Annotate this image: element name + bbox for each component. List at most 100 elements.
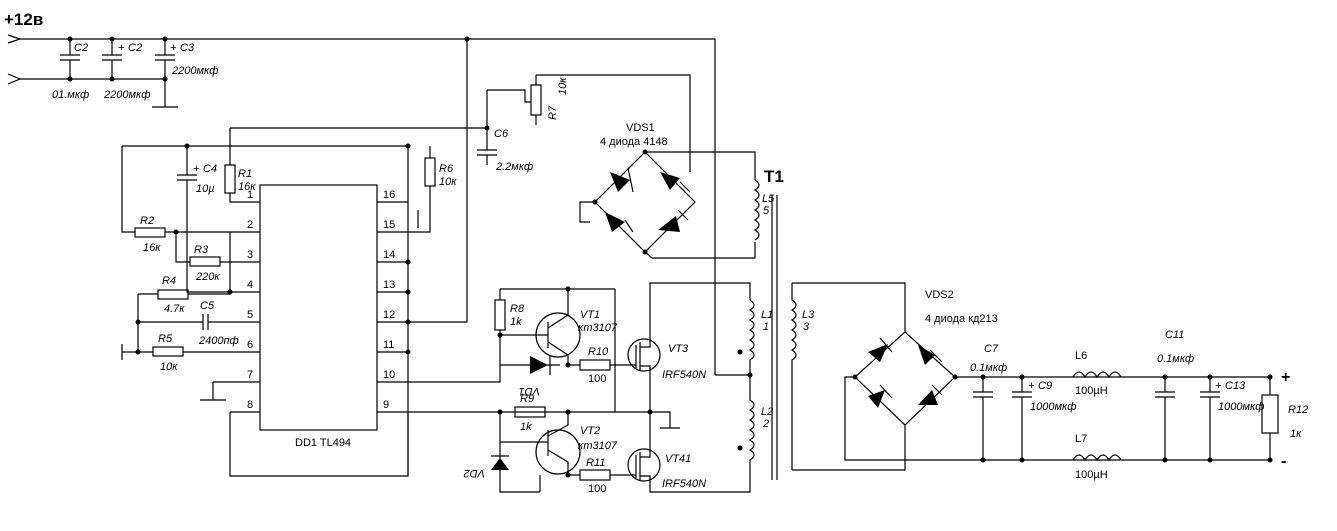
r8-label: R8 [510,303,525,315]
vt4-label: VT41 [665,453,691,465]
ic-pin-left: 3 [247,249,253,261]
r2-value: 16к [143,242,161,254]
vt1-label: VT1 [580,309,600,321]
c6-value: 2.2мкф [495,161,533,173]
output-rectifier: VDS2 4 диода кд213 [844,289,1270,461]
l6-label: L6 [1075,350,1087,362]
r1-value: 16к [238,181,256,193]
ic-pin-right: 9 [383,399,389,411]
l3-number: 3 [803,321,810,333]
r7-label: R7 [547,105,559,120]
vt3-value: IRF540N [662,369,706,381]
r11-value: 100 [588,483,606,495]
supply-label: +12в [4,10,43,29]
ic-pin-left: 4 [247,279,253,291]
vds2-value: 4 диода кд213 [925,313,998,325]
c2a-label: C2 [74,42,88,54]
ic-left-network: R2 16к R3 220к + C4 10µ R1 16к R4 4.7к C… [121,127,487,477]
ic-pin-left: 8 [247,399,253,411]
ic-pin-left: 7 [247,369,253,381]
vds1-value: 4 диода 4148 [600,136,668,148]
r5-value: 10к [160,361,178,373]
c4-label: C4 [203,163,217,175]
ic-label: DD1 TL494 [295,437,351,449]
r1-label: R1 [238,168,252,180]
driver-stage: R8 1k VT1 кт3107 VD1 R10 100 R9 1k VT2 к… [464,286,680,495]
r4-label: R4 [162,275,176,287]
l5-number: 5 [763,205,770,217]
supply-input: +12в C2 01.мкф + C2 2200мкф + C3 2200мкф [4,10,716,375]
c9-plus: + [1028,380,1035,392]
c2b-plus: + [118,42,125,54]
transformer-t1: T1 L5 5 L1 1 L2 2 L3 3 [715,167,906,480]
vds1-label: VDS1 [626,122,655,134]
vt4-value: IRF540N [662,478,706,490]
power-mosfets: VT3 IRF540N VT41 IRF540N [627,282,751,493]
c4-value: 10µ [196,183,215,195]
ic-pin-right: 16 [383,189,395,201]
ic-pin-right: 14 [383,249,395,261]
t1-label: T1 [764,167,784,186]
l1-number: 1 [763,321,769,333]
ic-pin-right: 10 [383,369,395,381]
vd2-label: VD2 [464,467,485,479]
ic-right-network: R6 10к [377,39,515,476]
c7-value: 0.1мкф [970,362,1007,374]
vds2-label: VDS2 [925,289,954,301]
ic-pin-left: 2 [247,219,253,231]
c2b-label: C2 [128,42,142,54]
c2b-value: 2200мкф [103,89,150,101]
r12-label: R12 [1288,404,1308,416]
l2-number: 2 [762,418,769,430]
feedback-network: C6 2.2мкф R7 10к VDS1 4 диода 4148 [477,74,756,259]
r9-label: R9 [520,393,534,405]
l7-label: L7 [1075,433,1087,445]
r10-value: 100 [588,373,606,385]
vd1-label: VD1 [519,385,540,397]
c9-label: C9 [1038,380,1052,392]
c4-plus: + [193,163,200,175]
ic-pin-right: 13 [383,279,395,291]
output-filter: C7 0.1мкф + C9 1000мкф L6 100µH L7 100µH… [970,329,1308,481]
c7-label: C7 [984,343,999,355]
l6-value: 100µH [1075,385,1108,397]
c11-label: C11 [1165,329,1184,341]
c13-plus: + [1215,380,1222,392]
c5-value: 2400пф [198,335,239,347]
r6-value: 10к [439,176,457,188]
r3-value: 220к [195,271,220,283]
c3-value: 2200мкф [171,65,218,77]
c3-label: C3 [180,42,195,54]
vds1-diodes [605,167,691,233]
ic-pin-left: 6 [247,339,253,351]
ic-pin-right: 12 [383,309,395,321]
c2a-value: 01.мкф [52,89,89,101]
r3-label: R3 [194,244,209,256]
vt2-label: VT2 [580,425,600,437]
r9-value: 1k [520,421,532,433]
l1-label: L1 [761,309,773,321]
r2-label: R2 [140,215,154,227]
c5-label: C5 [200,300,215,312]
c11-value: 0.1мкф [1157,353,1194,365]
l5-label: L5 [762,193,775,205]
r8-value: 1k [510,316,522,328]
ic-pin-left: 1 [247,189,253,201]
vt3-label: VT3 [668,343,689,355]
r11-label: R11 [586,457,605,469]
vt2-value: кт3107 [578,440,618,452]
ic-pin-right: 11 [383,339,394,351]
l2-label: L2 [761,406,773,418]
r4-value: 4.7к [164,303,185,315]
r6-label: R6 [439,163,454,175]
r5-label: R5 [158,333,173,345]
c13-value: 1000мкф [1218,401,1264,413]
output-minus: - [1281,453,1286,470]
r12-value: 1к [1290,428,1302,440]
l7-value: 100µH [1075,469,1108,481]
c6-label: C6 [494,128,509,140]
output-plus: + [1281,369,1290,386]
c9-value: 1000мкф [1030,401,1076,413]
